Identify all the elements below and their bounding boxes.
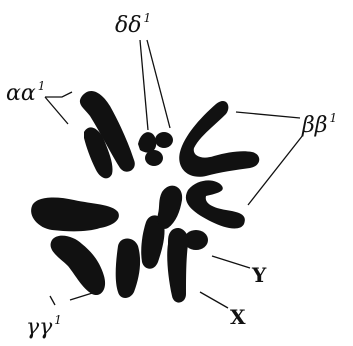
leader-beta-1 [236, 112, 300, 118]
chromosome-gamma-lower [51, 236, 106, 295]
chromosome-delta-left [138, 132, 156, 152]
chromosome-gamma-upper [31, 198, 119, 232]
chromosome-x [167, 228, 188, 303]
leader-y [212, 256, 250, 268]
leader-delta-2 [147, 40, 170, 128]
label-y: Y [251, 263, 267, 287]
label-x: X [230, 305, 246, 329]
leader-x [200, 292, 228, 308]
chromosome-delta-center [145, 150, 163, 166]
chromosome-delta-right [155, 132, 173, 148]
leader-alpha-1 [45, 92, 72, 97]
leader-beta-2 [248, 135, 303, 205]
leader-delta-1 [140, 40, 148, 130]
leader-alpha-2 [45, 97, 68, 124]
chromosome-beta-lower [186, 180, 245, 228]
chromosome-y [157, 186, 182, 229]
chromosomes [31, 91, 259, 303]
leader-gamma-1 [50, 296, 55, 305]
chromosome-center-left [116, 239, 140, 299]
